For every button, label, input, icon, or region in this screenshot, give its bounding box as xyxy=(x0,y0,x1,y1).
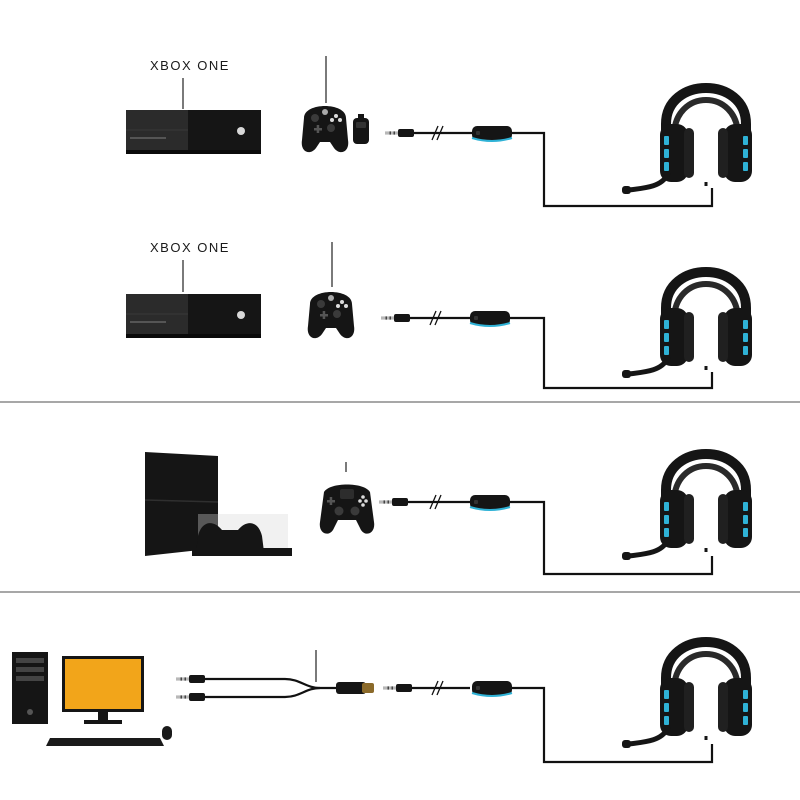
xbox-controller-icon xyxy=(301,106,349,153)
audio-jack-plug xyxy=(379,498,408,506)
headset-icon xyxy=(622,642,752,748)
headset-icon xyxy=(622,272,752,378)
cable-to-headset xyxy=(510,500,714,576)
headset-adapter-icon xyxy=(353,114,369,144)
row-2-xbox-setup xyxy=(125,242,752,390)
xbox-one-console-icon xyxy=(125,293,262,339)
cable-to-headset xyxy=(512,686,714,764)
row-3-ps4-setup xyxy=(144,452,752,576)
row-1-xbox-setup xyxy=(125,56,752,208)
cable-to-headset xyxy=(510,316,714,390)
ps4-console-icon xyxy=(144,452,292,556)
xbox-one-label-row1: XBOX ONE xyxy=(150,58,230,73)
xbox-one-console-icon xyxy=(125,109,262,155)
ps4-controller-icon xyxy=(319,484,375,534)
inline-volume-control-icon xyxy=(469,494,511,511)
keyboard-icon xyxy=(46,726,172,746)
audio-jack-plug xyxy=(381,314,410,322)
headset-icon xyxy=(622,454,752,560)
inline-volume-control-icon xyxy=(471,125,513,142)
cable-to-headset xyxy=(512,131,714,208)
inline-volume-control-icon xyxy=(471,680,513,697)
y-splitter-cable-icon xyxy=(176,675,374,701)
xbox-one-label-row2: XBOX ONE xyxy=(150,240,230,255)
headset-icon xyxy=(622,88,752,194)
audio-jack-plug xyxy=(383,684,412,692)
pc-monitor-icon xyxy=(62,656,144,724)
xbox-controller-icon xyxy=(307,292,355,339)
audio-jack-plug xyxy=(385,129,414,137)
row-4-pc-setup xyxy=(12,642,752,764)
inline-volume-control-icon xyxy=(469,310,511,327)
pc-tower-icon xyxy=(12,652,48,724)
